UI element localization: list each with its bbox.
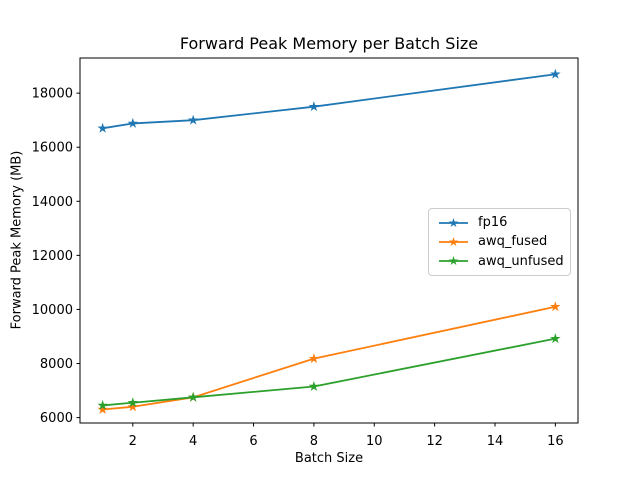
- legend-label: fp16: [478, 215, 508, 231]
- y-tick-label: 8000: [40, 357, 73, 372]
- y-tick-label: 12000: [32, 249, 73, 264]
- data-point-marker-awq_unfused: [127, 397, 139, 408]
- x-axis-label: Batch Size: [294, 451, 364, 466]
- data-point-marker-awq_unfused: [308, 381, 320, 391]
- y-tick-label: 16000: [32, 141, 73, 156]
- data-point-marker-awq_fused: [97, 403, 108, 414]
- x-tick-label: 6: [249, 434, 257, 449]
- data-point-marker-awq_fused: [550, 301, 561, 312]
- y-tick-label: 6000: [40, 411, 73, 426]
- data-point-marker-fp16: [187, 114, 199, 125]
- data-point-marker-awq_unfused: [187, 391, 199, 402]
- x-tick-label: 16: [547, 434, 564, 449]
- data-point-marker-awq_unfused: [97, 399, 108, 410]
- series-line-awq_fused: [101, 305, 557, 411]
- plot-border: [79, 57, 579, 424]
- legend-entry-fp16: fp16: [438, 213, 562, 232]
- data-point-marker-fp16: [97, 122, 108, 133]
- series-line-fp16: [101, 73, 557, 130]
- legend-entry-awq-unfused: awq_unfused: [438, 252, 564, 271]
- data-point-marker-fp16: [550, 68, 561, 79]
- data-point-marker-awq_unfused: [550, 333, 561, 344]
- legend-entry-awq-fused: awq_fused: [438, 232, 562, 251]
- series-line-awq_unfused: [101, 337, 557, 407]
- y-tick-label: 10000: [32, 303, 73, 318]
- x-tick-label: 4: [189, 434, 197, 449]
- x-tick-label: 12: [426, 434, 443, 449]
- y-tick-label: 14000: [32, 195, 73, 210]
- star-marker-icon: [439, 236, 468, 247]
- legend: fp16 awq_fused awq_unfused: [428, 208, 571, 276]
- legend-label: awq_fused: [478, 234, 548, 250]
- legend-marker-fp16: [448, 217, 459, 227]
- data-point-marker-fp16: [308, 101, 320, 112]
- data-point-marker-awq_fused: [308, 353, 320, 364]
- x-tick-label: 14: [487, 434, 504, 449]
- legend-marker-awq_unfused: [448, 256, 459, 266]
- chart-title: Forward Peak Memory per Batch Size: [179, 34, 479, 53]
- x-tick-label: 10: [366, 434, 383, 449]
- data-point-marker-fp16: [127, 117, 139, 128]
- star-marker-icon: [439, 217, 468, 227]
- star-marker-icon: [439, 256, 468, 266]
- x-tick-label: 2: [129, 434, 137, 449]
- legend-label: awq_unfused: [478, 253, 564, 269]
- data-point-marker-awq_fused: [127, 401, 139, 412]
- x-tick-label: 8: [310, 434, 318, 449]
- legend-marker-awq_fused: [448, 236, 459, 247]
- y-tick-label: 18000: [32, 87, 73, 102]
